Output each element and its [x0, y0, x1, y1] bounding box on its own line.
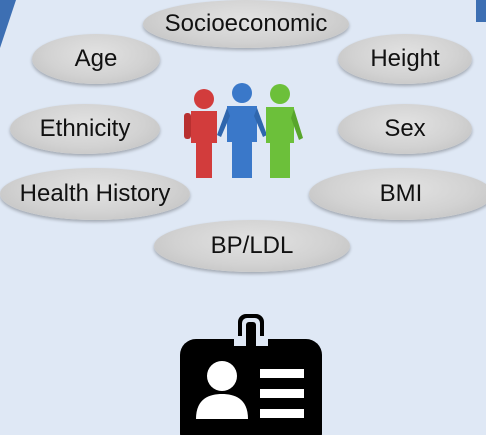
factor-health-history: Health History — [0, 168, 190, 220]
factor-sex: Sex — [338, 104, 472, 154]
factor-socioeconomic: Socioeconomic — [143, 0, 349, 48]
factor-height: Height — [338, 34, 472, 84]
factor-age: Age — [32, 34, 160, 84]
corner-accent-left — [0, 0, 16, 48]
person-green-icon — [266, 84, 303, 178]
person-blue-icon — [217, 83, 267, 178]
id-badge-icon — [180, 314, 322, 435]
factor-bmi: BMI — [309, 168, 486, 220]
people-group-icon — [184, 83, 303, 178]
factor-bp-ldl: BP/LDL — [154, 220, 350, 272]
person-red-icon — [184, 89, 217, 178]
corner-accent-right — [476, 0, 486, 22]
factor-ethnicity: Ethnicity — [10, 104, 160, 154]
